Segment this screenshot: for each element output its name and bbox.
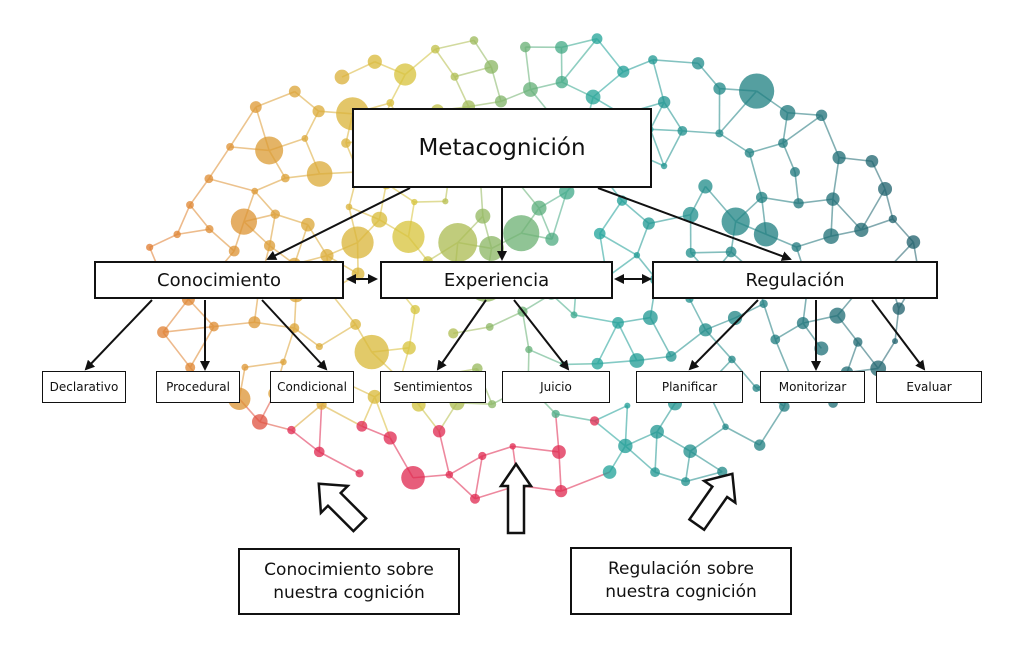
evaluar-label: Evaluar xyxy=(906,380,952,394)
regulacion-note-line1: Regulación sobre xyxy=(608,559,754,580)
metacognicion-label: Metacognición xyxy=(418,135,586,161)
conocimiento-box: Conocimiento xyxy=(94,261,344,299)
juicio-label: Juicio xyxy=(540,380,572,394)
procedural-box: Procedural xyxy=(156,371,240,403)
regulacion-label: Regulación xyxy=(745,269,845,291)
sentimientos-label: Sentimientos xyxy=(393,380,473,394)
conocimiento-label: Conocimiento xyxy=(157,269,281,291)
conocimiento-note-box: Conocimiento sobre nuestra cognición xyxy=(238,548,460,615)
planificar-label: Planificar xyxy=(661,380,718,394)
regulacion-box: Regulación xyxy=(652,261,938,299)
condicional-box: Condicional xyxy=(270,371,354,403)
evaluar-box: Evaluar xyxy=(876,371,982,403)
metacognicion-box: Metacognición xyxy=(352,108,652,188)
sentimientos-box: Sentimientos xyxy=(380,371,486,403)
procedural-label: Procedural xyxy=(166,380,230,394)
regulacion-note-line2: nuestra cognición xyxy=(605,582,757,602)
conocimiento-note-line1: Conocimiento sobre xyxy=(264,559,434,580)
regulacion-note-box: Regulación sobre nuestra cognición xyxy=(570,547,792,615)
monitorizar-label: Monitorizar xyxy=(778,380,847,394)
declarativo-label: Declarativo xyxy=(49,380,119,394)
planificar-box: Planificar xyxy=(636,371,743,403)
declarativo-box: Declarativo xyxy=(42,371,126,403)
juicio-box: Juicio xyxy=(502,371,610,403)
condicional-label: Condicional xyxy=(277,380,347,394)
experiencia-box: Experiencia xyxy=(380,261,613,299)
conocimiento-note-line2: nuestra cognición xyxy=(273,582,425,603)
monitorizar-box: Monitorizar xyxy=(760,371,865,403)
experiencia-label: Experiencia xyxy=(443,269,550,291)
